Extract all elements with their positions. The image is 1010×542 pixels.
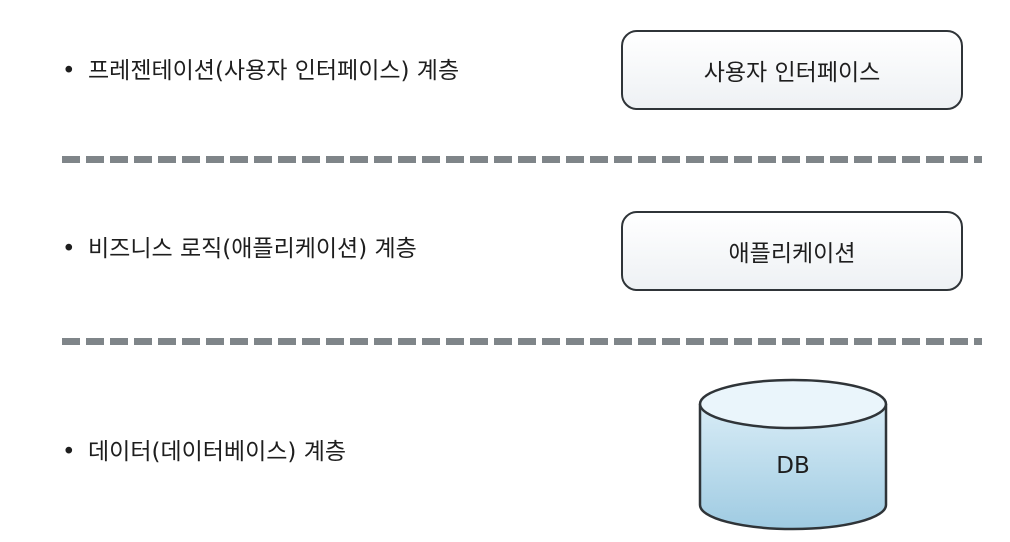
data-tier-text: 데이터(데이터베이스) 계층 [88,439,347,465]
tier-divider-1 [62,156,982,163]
presentation-tier-label: • 프레젠테이션(사용자 인터페이스) 계층 [62,56,459,86]
database-body [698,404,888,531]
data-tier-label: • 데이터(데이터베이스) 계층 [62,437,346,467]
presentation-tier-text: 프레젠테이션(사용자 인터페이스) 계층 [88,58,460,84]
database-label: DB [776,453,810,479]
database-top [698,378,888,430]
business-tier-label: • 비즈니스 로직(애플리케이션) 계층 [62,234,417,264]
application-box-label: 애플리케이션 [728,241,856,267]
user-interface-box: 사용자 인터페이스 [621,30,963,110]
user-interface-box-label: 사용자 인터페이스 [703,60,881,86]
application-box: 애플리케이션 [621,211,963,291]
bullet: • [62,236,76,262]
bullet: • [62,58,76,84]
business-tier-text: 비즈니스 로직(애플리케이션) 계층 [88,236,417,262]
bullet: • [62,439,76,465]
tier-divider-2 [62,338,982,345]
